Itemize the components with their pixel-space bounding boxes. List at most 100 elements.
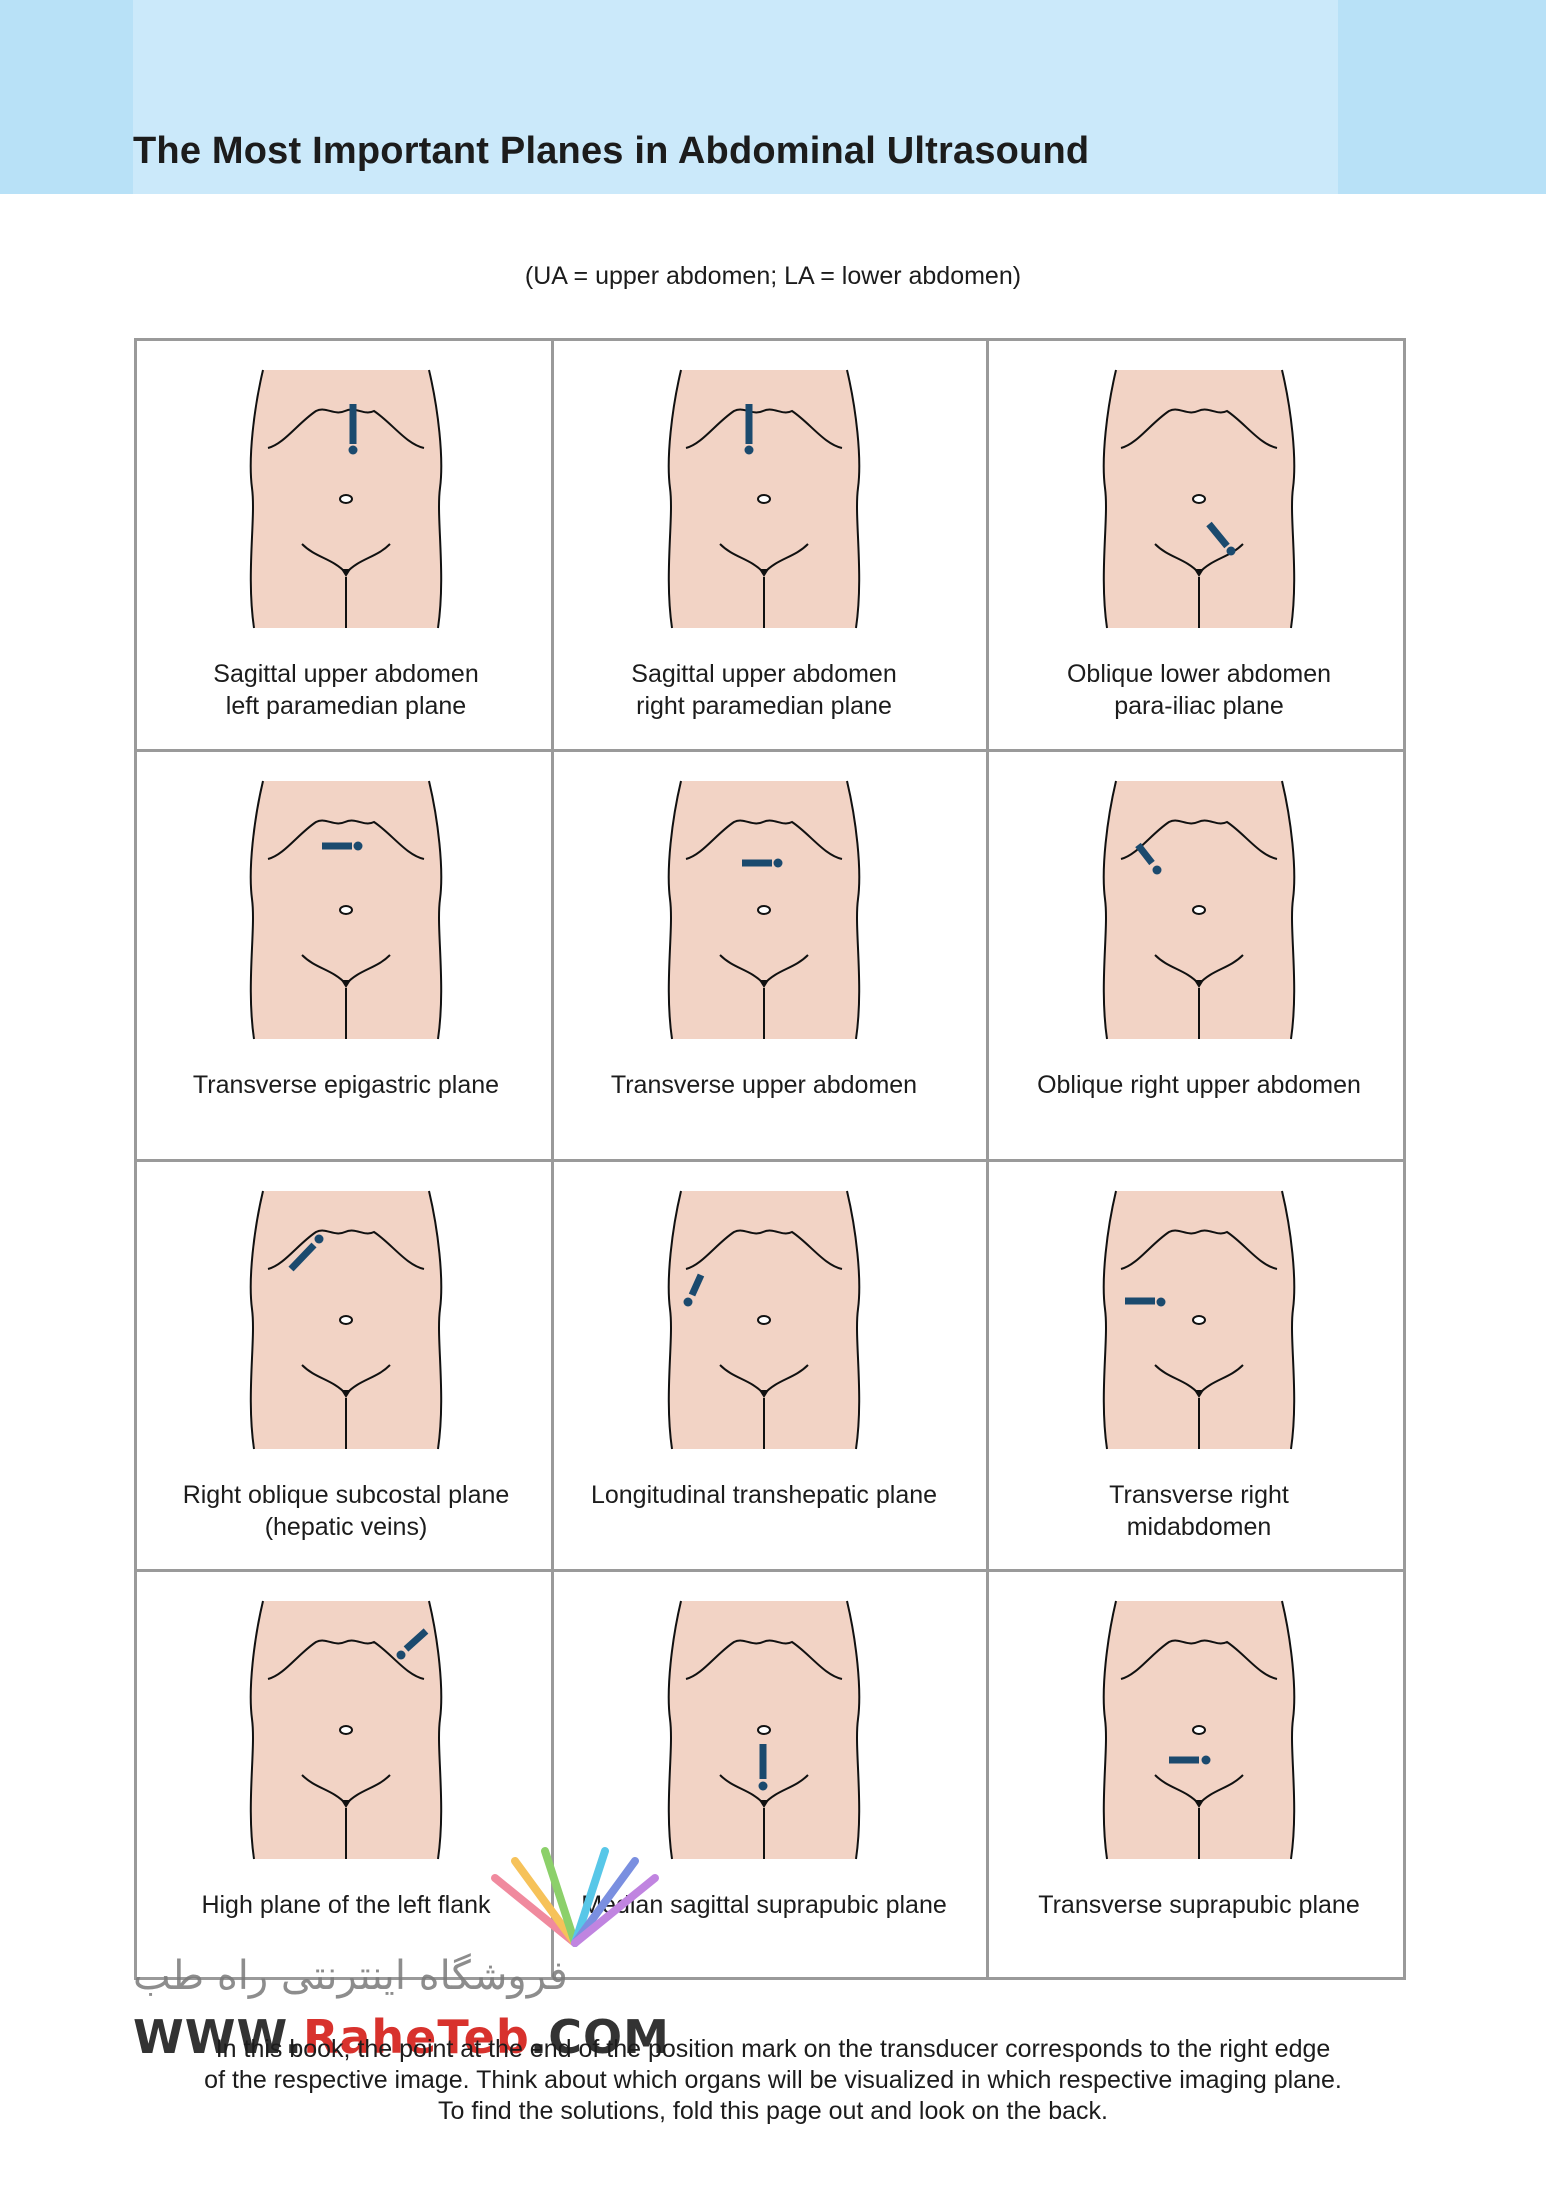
torso-outline-right xyxy=(1102,1600,1117,1860)
plane-label-line: right paramedian plane xyxy=(636,692,892,720)
plane-label-line: Transverse upper abdomen xyxy=(610,1071,918,1099)
transducer-orientation-dot xyxy=(1152,865,1162,875)
navel xyxy=(1192,1315,1206,1325)
pubic-mark xyxy=(1194,569,1204,577)
torso-outline-right xyxy=(249,780,264,1040)
plane-label-line: Oblique lower abdomen xyxy=(1066,660,1332,688)
costal-margin xyxy=(1120,819,1278,860)
torso-diagram xyxy=(249,1190,443,1450)
plane-label-line: Sagittal upper abdomen xyxy=(213,660,479,688)
torso-outline-left xyxy=(846,369,861,629)
navel xyxy=(757,1725,771,1735)
plane-cell: Transverse right midabdomen xyxy=(989,1161,1409,1571)
watermark-book-icon xyxy=(491,1847,659,1947)
pubic-mark xyxy=(341,569,351,577)
torso-outline-left xyxy=(428,1190,443,1450)
torso-outline-right xyxy=(1102,1190,1117,1450)
torso-outline-right xyxy=(667,780,682,1040)
transducer-orientation-dot xyxy=(744,445,754,455)
navel xyxy=(757,905,771,915)
grid-divider xyxy=(134,1159,1406,1162)
costal-margin xyxy=(685,1229,843,1270)
torso-outline-left xyxy=(1281,780,1296,1040)
torso-diagram xyxy=(667,369,861,629)
plane-label: Longitudinal transhepatic plane xyxy=(554,1479,974,1511)
torso-outline-left xyxy=(428,780,443,1040)
plane-label: Right oblique subcostal plane (hepatic ve… xyxy=(136,1479,556,1543)
plane-label-line: midabdomen xyxy=(1126,1513,1272,1541)
torso-outline-left xyxy=(428,369,443,629)
pubic-mark xyxy=(759,1800,769,1808)
torso-outline-left xyxy=(1281,1190,1296,1450)
costal-margin xyxy=(1120,408,1278,449)
pubic-mark xyxy=(1194,1800,1204,1808)
plane-cell: High plane of the left flank xyxy=(136,1571,556,1981)
grid-divider xyxy=(134,1569,1406,1572)
plane-label: Transverse suprapubic plane xyxy=(989,1889,1409,1921)
plane-cell: Transverse epigastric plane xyxy=(136,751,556,1161)
transducer-orientation-dot xyxy=(1201,1755,1211,1765)
torso-diagram xyxy=(249,369,443,629)
pubic-mark xyxy=(759,1390,769,1398)
plane-label-line: left paramedian plane xyxy=(225,692,467,720)
navel xyxy=(757,1315,771,1325)
transducer-orientation-dot xyxy=(683,1297,693,1307)
watermark-store-name: فروشگاه اینترنتی راه طب xyxy=(133,1953,568,1999)
plane-cell: Sagittal upper abdomen left paramedian pl… xyxy=(136,340,556,750)
plane-label-line: Right oblique subcostal plane xyxy=(182,1481,510,1509)
header-banner-panel xyxy=(133,0,1338,194)
abbreviation-legend: (UA = upper abdomen; LA = lower abdomen) xyxy=(524,262,1022,290)
plane-label-line: (hepatic veins) xyxy=(264,1513,428,1541)
pubic-mark xyxy=(341,1390,351,1398)
grid-divider xyxy=(986,338,989,1980)
transducer-mark xyxy=(288,1242,317,1272)
pubic-mark xyxy=(1194,980,1204,988)
plane-cell: Transverse upper abdomen xyxy=(554,751,974,1161)
transducer-orientation-dot xyxy=(348,445,358,455)
torso-diagram xyxy=(667,1190,861,1450)
torso-diagram xyxy=(1102,1190,1296,1450)
footnote-line: In this book, the point at the end of th… xyxy=(215,2035,1331,2063)
plane-label: Transverse epigastric plane xyxy=(136,1069,556,1101)
pubic-mark xyxy=(341,1800,351,1808)
plane-cell: Oblique right upper abdomen xyxy=(989,751,1409,1161)
plane-label-line: Transverse right xyxy=(1109,1481,1289,1509)
instruction-footnote: In this book, the point at the end of th… xyxy=(180,2034,1366,2127)
plane-label-line: Transverse suprapubic plane xyxy=(1038,1891,1360,1919)
navel xyxy=(339,494,353,504)
torso-outline-left xyxy=(846,1190,861,1450)
navel xyxy=(757,494,771,504)
costal-margin xyxy=(685,408,843,449)
transducer-orientation-dot xyxy=(353,841,363,851)
costal-margin xyxy=(267,1639,425,1680)
transducer-mark xyxy=(688,1273,705,1297)
plane-label-line: High plane of the left flank xyxy=(201,1891,491,1919)
navel xyxy=(1192,494,1206,504)
page-title: The Most Important Planes in Abdominal U… xyxy=(133,130,1090,172)
navel xyxy=(339,1315,353,1325)
costal-margin xyxy=(685,1639,843,1680)
pubic-mark xyxy=(759,569,769,577)
transducer-mark xyxy=(1206,521,1230,549)
plane-cell: Median sagittal suprapubic plane xyxy=(554,1571,974,1981)
torso-outline-right xyxy=(1102,369,1117,629)
torso-outline-right xyxy=(249,1190,264,1450)
transducer-orientation-dot xyxy=(773,858,783,868)
torso-outline-left xyxy=(428,1600,443,1860)
watermark-url: WWW.RaheTeb.COM xyxy=(133,2010,670,2064)
plane-label-line: Longitudinal transhepatic plane xyxy=(590,1481,938,1509)
footnote-line: To find the solutions, fold this page ou… xyxy=(438,2097,1108,2125)
plane-label-line: Oblique right upper abdomen xyxy=(1037,1071,1361,1099)
plane-label: High plane of the left flank xyxy=(136,1889,556,1921)
torso-outline-left xyxy=(846,1600,861,1860)
navel xyxy=(339,1725,353,1735)
costal-margin xyxy=(267,408,425,449)
torso-outline-right xyxy=(249,1600,264,1860)
torso-outline-right xyxy=(667,369,682,629)
plane-label: Sagittal upper abdomen left paramedian pl… xyxy=(136,658,556,722)
torso-diagram xyxy=(249,1600,443,1860)
torso-outline-left xyxy=(1281,369,1296,629)
